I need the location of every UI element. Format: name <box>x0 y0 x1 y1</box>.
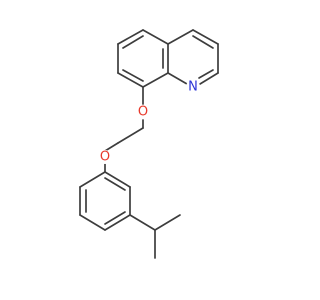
bond <box>192 35 214 49</box>
bond <box>142 29 169 45</box>
nitrogen-label: N <box>188 80 198 95</box>
bond <box>117 29 144 45</box>
bond <box>167 72 188 85</box>
bond <box>117 72 144 88</box>
bond <box>104 171 131 188</box>
oxygen-label-upper: O <box>138 105 148 120</box>
atom-nitrogen: N <box>186 80 200 95</box>
isopropyl-group <box>129 214 181 259</box>
bond <box>198 69 214 79</box>
ether-linker <box>104 86 144 173</box>
bond <box>122 35 144 49</box>
bond <box>167 29 194 45</box>
atom-oxygen-upper: O <box>136 105 150 120</box>
structure-canvas: O O N <box>79 29 219 259</box>
molecule-diagram: O O N <box>79 29 219 259</box>
bond <box>122 69 144 82</box>
benzo-ring <box>117 29 169 88</box>
bond <box>117 127 144 144</box>
bond <box>192 29 219 45</box>
bond <box>104 214 131 231</box>
bond <box>104 142 119 152</box>
bond <box>154 214 181 231</box>
atom-oxygen-lower: O <box>98 150 112 165</box>
phenyl-ring <box>79 171 131 231</box>
bond <box>104 177 126 191</box>
bond <box>79 171 106 188</box>
bond <box>199 72 219 85</box>
bond <box>129 214 156 231</box>
oxygen-label-lower: O <box>100 150 110 165</box>
bond <box>79 214 106 231</box>
pyridine-ring <box>167 29 219 85</box>
bond <box>142 72 169 88</box>
bond <box>104 211 126 225</box>
